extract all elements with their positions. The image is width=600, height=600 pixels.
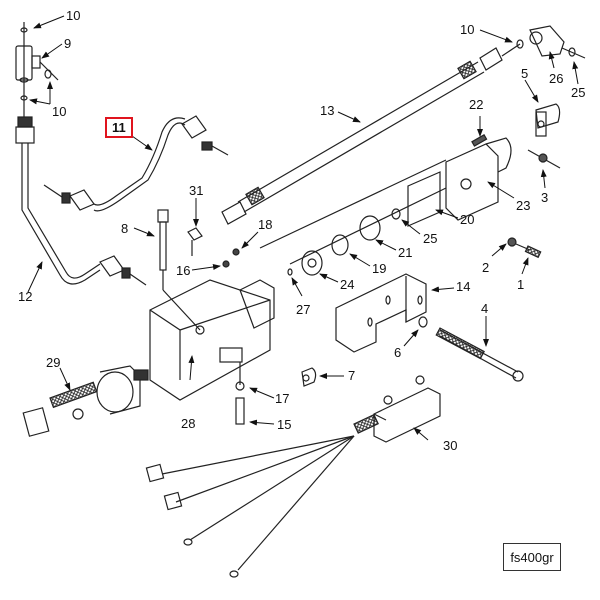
callout-17[interactable]: 17 [275,391,290,406]
callout-31[interactable]: 31 [189,183,204,198]
callout-9[interactable]: 9 [64,36,72,51]
callout-25[interactable]: 25 [423,231,438,246]
callout-21[interactable]: 21 [398,245,413,260]
callout-12[interactable]: 12 [18,289,33,304]
tube-12 [15,116,147,286]
housing-28 [149,279,275,425]
callout-6[interactable]: 6 [394,345,402,360]
callout-30[interactable]: 30 [443,438,458,453]
callout-20[interactable]: 20 [460,212,475,227]
tube-11 [43,115,229,212]
callout-28[interactable]: 28 [181,416,196,431]
callout-8[interactable]: 8 [121,221,129,236]
solenoid-29 [22,365,149,437]
callout-29[interactable]: 29 [46,355,61,370]
callout-18[interactable]: 18 [258,217,273,232]
callout-19[interactable]: 19 [372,261,387,276]
callout-11-highlighted[interactable]: 11 [105,117,133,138]
callout-22[interactable]: 22 [469,97,484,112]
figure-id-label: fs400gr [503,543,561,571]
bolt-hardware [418,237,542,382]
bracket-14 [335,273,427,353]
elbow-26 [516,25,586,59]
callout-16[interactable]: 16 [176,263,191,278]
callout-25[interactable]: 25 [571,85,586,100]
clamp-5 [527,103,561,169]
small-hardware [157,209,240,331]
leader-arrows [27,15,579,441]
callout-27[interactable]: 27 [296,302,311,317]
callout-10[interactable]: 10 [52,104,67,119]
callout-24[interactable]: 24 [340,277,355,292]
callout-10[interactable]: 10 [66,8,81,23]
tee-fitting [15,22,59,120]
callout-2[interactable]: 2 [482,260,490,275]
callout-7[interactable]: 7 [348,368,356,383]
callout-26[interactable]: 26 [549,71,564,86]
callout-13[interactable]: 13 [320,103,335,118]
clip-7 [301,367,317,387]
callout-14[interactable]: 14 [456,279,471,294]
callout-3[interactable]: 3 [541,190,549,205]
hose-13 [221,43,521,225]
callout-1[interactable]: 1 [517,277,525,292]
callout-5[interactable]: 5 [521,66,529,81]
callout-23[interactable]: 23 [516,198,531,213]
callout-15[interactable]: 15 [277,417,292,432]
pump-assembly [259,133,512,265]
callout-10[interactable]: 10 [460,22,475,37]
seals [287,208,401,276]
callout-4[interactable]: 4 [481,301,489,316]
sensor-30 [145,375,441,578]
